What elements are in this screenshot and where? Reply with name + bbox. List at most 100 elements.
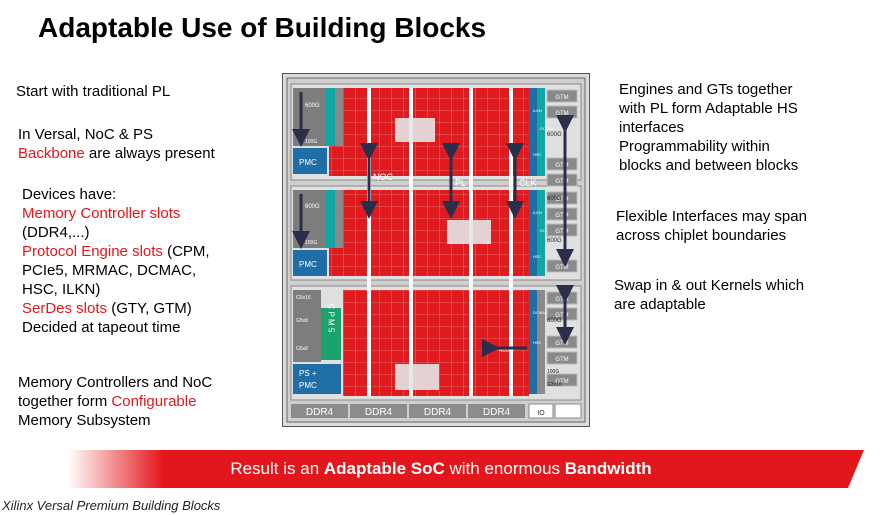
label-ilkn-2: ILKN xyxy=(533,210,542,215)
banner-bandwidth: Bandwidth xyxy=(564,459,652,478)
text-serdes-slots: SerDes slots xyxy=(22,300,108,317)
label-noc: NOC xyxy=(373,172,394,182)
text-engines-gts: Engines and GTs together xyxy=(619,81,793,98)
label-hsc-2: HSC xyxy=(533,254,542,259)
text-devices-have: Devices have: xyxy=(22,186,117,203)
left-engines-row-2: 600G 100G PMC xyxy=(292,190,343,276)
text-tapeout: Decided at tapeout time xyxy=(22,319,181,336)
label-100g-tl2: 100G xyxy=(305,240,317,246)
label-g5x8-b: G5x8 xyxy=(296,346,308,352)
label-ps-pmc: PMC xyxy=(299,381,317,390)
text-traditional-pl: Start with traditional PL xyxy=(16,83,171,100)
gtm-block xyxy=(546,351,578,365)
text-backbone-line: Backbone are always present xyxy=(18,144,215,163)
gtm-label: GTM xyxy=(555,163,568,169)
bw-labels-right: 600G 600G 600G 600G 400G 100G G3x16 xyxy=(499,132,562,388)
gtm-label: GTM xyxy=(555,111,568,117)
text-swap-kernels: Swap in & out Kernels which xyxy=(614,277,805,294)
gtm-label: GTM xyxy=(555,379,568,385)
left-engines-row-3: G5x16 G5x8 G5x8 C P M 5 PS + PMC xyxy=(293,290,341,394)
label-hsc-1: HSC xyxy=(533,152,542,157)
interconnect-arrows xyxy=(360,115,574,357)
label-600g-tl2: 600G xyxy=(305,204,320,210)
gtm-label: GTM xyxy=(555,265,568,271)
gtm-label: GTM xyxy=(555,213,568,219)
label-clk: CLK xyxy=(519,178,537,188)
label-cpm5: C P M 5 xyxy=(327,304,336,333)
text-memory-controllers-noc: Memory Controllers and NoC xyxy=(18,374,213,391)
text-are-adaptable: are adaptable xyxy=(614,296,706,313)
ddr4-block xyxy=(350,404,407,418)
ddr4-block xyxy=(409,404,466,418)
text-memory-controller-slots: Memory Controller slots xyxy=(22,205,181,222)
text-protocol-engine-slots: Protocol Engine slots xyxy=(22,243,163,260)
banner-adaptable-soc: Adaptable SoC xyxy=(323,459,445,478)
gtm-label: GTM xyxy=(555,341,568,347)
ddr4-block xyxy=(468,404,525,418)
gtm-label: GTM xyxy=(555,179,568,185)
banner-pre: Result is an xyxy=(230,459,324,478)
text-versal-noc: In Versal, NoC & PS xyxy=(18,126,154,143)
left-point-3: Devices have: Memory Controller slots (D… xyxy=(22,185,210,337)
result-banner: Result is an Adaptable SoC with enormous… xyxy=(0,450,882,488)
text-programmability: Programmability within xyxy=(619,138,770,155)
left-point-1: Start with traditional PL xyxy=(16,82,170,101)
blurred-block-2 xyxy=(447,220,491,244)
ddr4-label: DDR4 xyxy=(306,407,334,418)
text-backbone: Backbone xyxy=(18,145,85,162)
text-hsc-ilkn: HSC, ILKN) xyxy=(22,281,101,298)
label-600g-r3: 600G xyxy=(547,318,562,324)
label-ps: PS + xyxy=(299,369,317,378)
banner-mid: with enormous xyxy=(444,459,565,478)
right-point-3: Swap in & out Kernels which are adaptabl… xyxy=(614,276,804,314)
cpm5-block xyxy=(321,308,341,360)
label-400g: 400G xyxy=(499,348,514,354)
gtm-block xyxy=(546,89,578,103)
text-protocol-line: Protocol Engine slots (CPM, xyxy=(22,242,210,261)
left-engines-row-1: 600G 100G PMC xyxy=(292,88,343,174)
io-blank xyxy=(554,403,582,419)
label-dcmac-1: DCMAC xyxy=(540,126,555,131)
blurred-block-3 xyxy=(395,364,439,390)
text-serdes-line: SerDes slots (GTY, GTM) xyxy=(22,299,210,318)
label-pmc-2: PMC xyxy=(299,260,317,269)
text-flexible-interfaces: Flexible Interfaces may span xyxy=(616,208,807,225)
gtm-label: GTM xyxy=(555,297,568,303)
text-configurable-line: together form Configurable xyxy=(18,392,212,411)
left-point-4: Memory Controllers and NoC together form… xyxy=(18,373,212,430)
text-memory-subsystem: Memory Subsystem xyxy=(18,412,151,429)
label-pmc-1: PMC xyxy=(299,158,317,167)
text-adaptable-hs: with PL form Adaptable HS xyxy=(619,100,798,117)
label-600g-tl1: 600G xyxy=(305,103,320,109)
label-100g-tl1: 100G xyxy=(305,139,317,145)
ddr4-label: DDR4 xyxy=(483,407,511,418)
pmc-block-1 xyxy=(293,148,327,174)
label-hsc-3: HSC xyxy=(533,340,542,345)
ps-pmc-block xyxy=(293,364,341,394)
gtm-label: GTM xyxy=(555,95,568,101)
blurred-block-1 xyxy=(395,118,435,142)
slide-title: Adaptable Use of Building Blocks xyxy=(38,12,487,43)
figure-caption: Xilinx Versal Premium Building Blocks xyxy=(2,498,221,513)
ddr4-row: DDR4 DDR4 DDR4 DDR4 xyxy=(291,404,525,418)
interconnect-labels: NOC PL CLK xyxy=(373,172,537,188)
ddr4-block xyxy=(291,404,348,418)
label-g5x8-a: G5x8 xyxy=(296,318,308,324)
gtm-block xyxy=(546,373,578,387)
text-ddr4: (DDR4,...) xyxy=(22,224,90,241)
versal-block-diagram: 600G 100G PMC 600G 100G PMC G5x16 G5x8 G… xyxy=(282,73,590,427)
right-point-2: Flexible Interfaces may span across chip… xyxy=(616,207,807,245)
right-point-1: Engines and GTs together with PL form Ad… xyxy=(619,80,798,175)
text-gty-gtm: (GTY, GTM) xyxy=(107,300,192,317)
left-point-2: In Versal, NoC & PS Backbone are always … xyxy=(18,125,215,163)
ddr4-label: DDR4 xyxy=(424,407,452,418)
label-pl: PL xyxy=(455,178,466,188)
text-cpm: (CPM, xyxy=(162,243,210,260)
label-600g-r1: 600G xyxy=(547,132,562,138)
result-banner-bg xyxy=(68,450,864,488)
label-600g-r2a: 600G xyxy=(547,196,562,202)
text-chiplet-boundaries: across chiplet boundaries xyxy=(616,227,787,244)
text-together-form: together form xyxy=(18,393,112,410)
ddr4-label: DDR4 xyxy=(365,407,393,418)
label-ilkn-1: ILKN xyxy=(533,108,542,113)
